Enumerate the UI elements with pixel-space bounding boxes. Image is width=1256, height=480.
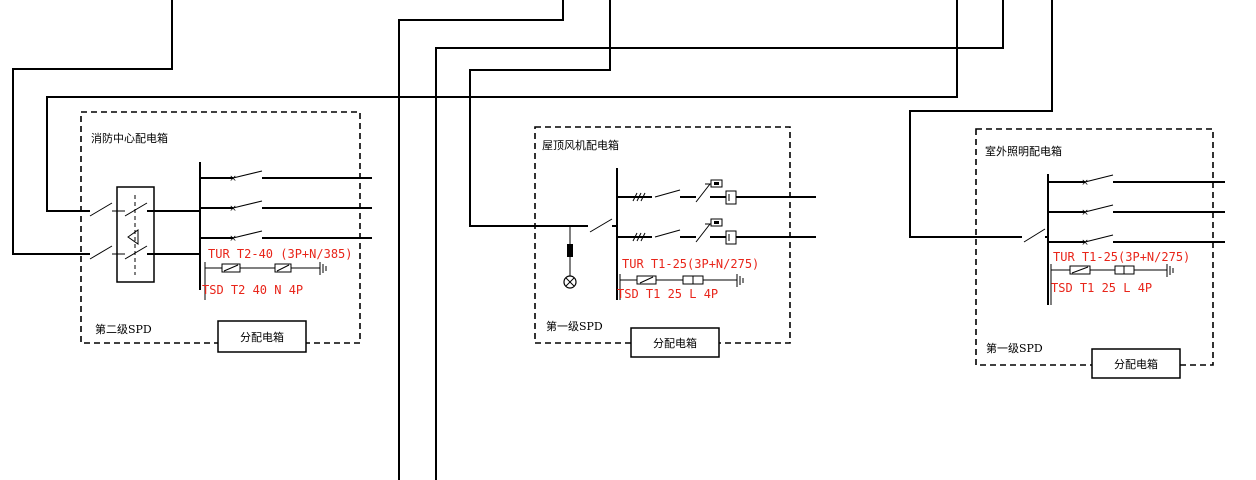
panel-title: 屋顶风机配电箱 — [542, 138, 619, 152]
svg-text:×: × — [1081, 238, 1089, 248]
distribution-box-label: 分配电箱 — [240, 330, 284, 344]
tur-label: TUR T2-40 (3P+N/385) — [208, 247, 353, 261]
panel-title: 室外照明配电箱 — [985, 144, 1062, 158]
panel-fire-center: 消防中心配电箱 第二级SPD 分配电箱 × × × TUR T2-40 (3P+… — [80, 111, 372, 353]
panel-boundary — [80, 111, 361, 344]
tur-label: TUR T1-25(3P+N/275) — [622, 257, 759, 271]
current-transformer — [567, 244, 573, 257]
distribution-box — [1091, 348, 1181, 379]
dual-power-switch — [116, 186, 155, 283]
tur-label: TUR T1-25(3P+N/275) — [1053, 250, 1190, 264]
panel-roof-fan: 屋顶风机配电箱 第一级SPD 分配电箱 — [534, 126, 816, 358]
thermal-relay — [725, 190, 737, 205]
svg-text:×: × — [229, 204, 237, 214]
spd-level-label: 第一级SPD — [546, 319, 603, 333]
panel-outdoor-light: 室外照明配电箱 第一级SPD 分配电箱 × × × TUR T1-25(3P+N… — [975, 128, 1225, 379]
tsd-label: TSD T2 40 N 4P — [202, 283, 303, 297]
thermal-relay — [725, 230, 737, 245]
distribution-box-label: 分配电箱 — [1114, 357, 1158, 371]
svg-text:×: × — [229, 174, 237, 184]
panel-boundary — [975, 128, 1214, 366]
distribution-box — [630, 327, 720, 358]
panel-title: 消防中心配电箱 — [91, 131, 168, 145]
svg-text:×: × — [1081, 208, 1089, 218]
feeder-lines — [12, 0, 1053, 480]
tsd-label: TSD T1 25 L 4P — [617, 287, 718, 301]
spd-level-label: 第一级SPD — [986, 341, 1043, 355]
tsd-label: TSD T1 25 L 4P — [1051, 281, 1152, 295]
panel-boundary — [534, 126, 791, 344]
distribution-box-label: 分配电箱 — [653, 336, 697, 350]
svg-text:×: × — [229, 234, 237, 244]
svg-text:×: × — [1081, 178, 1089, 188]
distribution-box — [217, 320, 307, 353]
spd-level-label: 第二级SPD — [95, 322, 152, 336]
